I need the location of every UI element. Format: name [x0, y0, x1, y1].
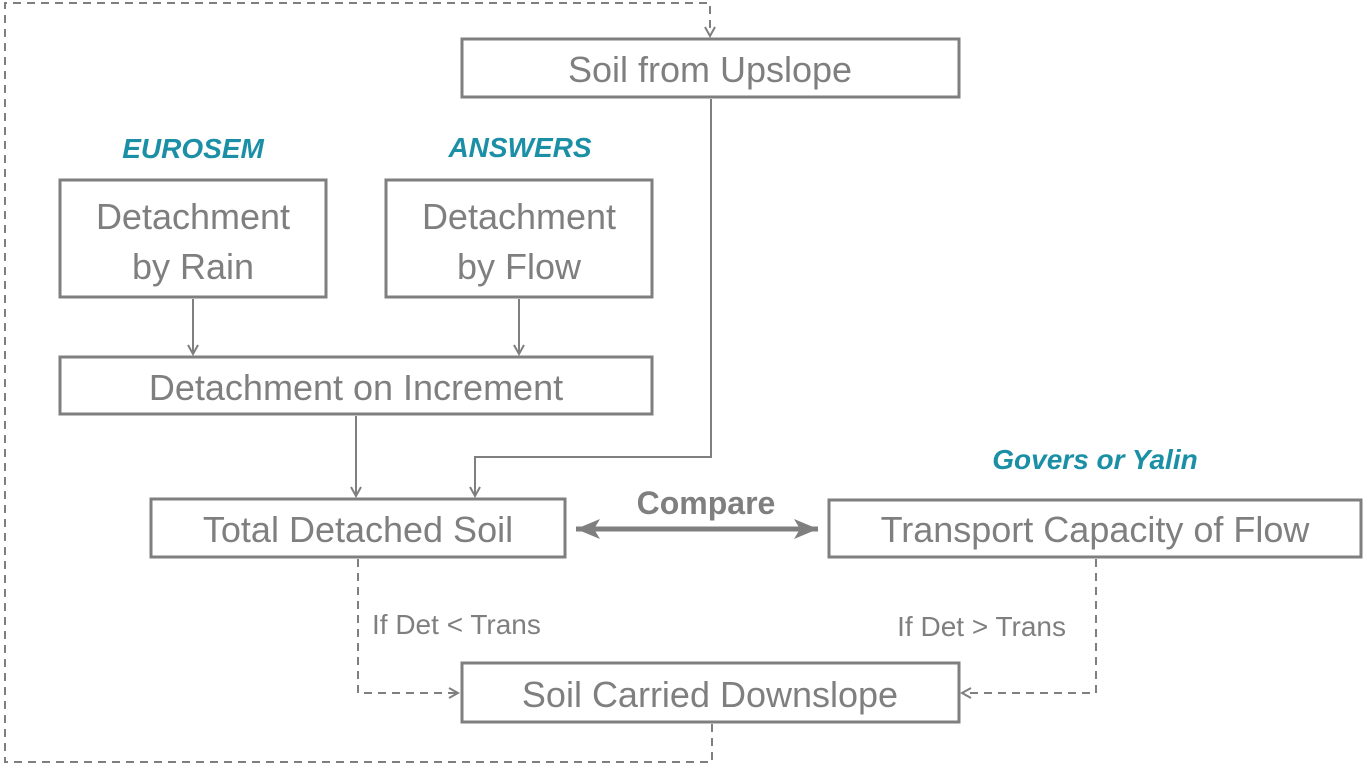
det-less-connector [357, 559, 458, 693]
upslope-to-total-arrow [475, 99, 712, 496]
detachment-by-flow-line2: by Flow [457, 246, 582, 287]
det-greater-connector [962, 559, 1097, 693]
total-detached-soil-box [149, 497, 567, 559]
feedback-loop-connector [4, 2, 712, 763]
eurosem-label: EUROSEM [122, 133, 264, 164]
answers-label: ANSWERS [447, 132, 591, 163]
detachment-by-flow-line1: Detachment [422, 196, 616, 237]
soil-from-upslope-label: Soil from Upslope [568, 49, 852, 90]
soil-carried-downslope-box [460, 661, 961, 724]
detachment-on-increment-label: Detachment on Increment [149, 367, 563, 408]
transport-capacity-box [827, 498, 1363, 559]
compare-label: Compare [637, 485, 776, 521]
detachment-on-increment-box [58, 355, 654, 416]
detachment-by-rain-box [58, 178, 328, 299]
soil-from-upslope-box [460, 37, 961, 99]
det-greater-label: If Det > Trans [897, 611, 1066, 642]
soil-carried-downslope-label: Soil Carried Downslope [522, 674, 898, 715]
detachment-by-rain-line1: Detachment [96, 196, 290, 237]
detachment-by-rain-line2: by Rain [132, 246, 254, 287]
transport-capacity-label: Transport Capacity of Flow [881, 509, 1311, 550]
det-less-label: If Det < Trans [372, 609, 541, 640]
total-detached-soil-label: Total Detached Soil [203, 509, 513, 550]
govers-yalin-label: Govers or Yalin [992, 444, 1197, 475]
detachment-by-flow-box [384, 178, 654, 299]
